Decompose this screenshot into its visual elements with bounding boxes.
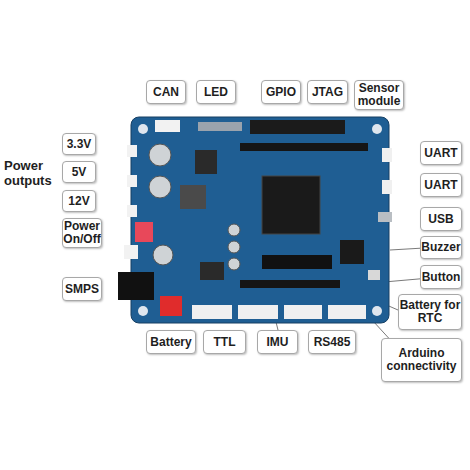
label-box: GPIO	[261, 80, 301, 104]
label-box: Button	[420, 265, 462, 289]
label-box: IMU	[257, 330, 298, 354]
label-box: UART	[420, 141, 462, 165]
box-text: Sensor module	[355, 82, 403, 108]
label-box: Arduino connectivity	[381, 338, 462, 382]
box-text: LED	[204, 86, 228, 99]
label-box: USB	[420, 207, 462, 231]
box-text: TTL	[214, 336, 236, 349]
label-box: Buzzer	[420, 236, 462, 259]
label-box: JTAG	[307, 80, 348, 104]
label-box: 5V	[62, 161, 96, 183]
label-box: UART	[420, 173, 462, 197]
label-box: Sensor module	[354, 80, 404, 110]
box-text: UART	[424, 179, 457, 192]
box-text: 3.3V	[67, 138, 92, 151]
box-text: Power On/Off	[63, 220, 101, 246]
box-text: 5V	[72, 166, 87, 179]
box-text: Arduino connectivity	[382, 347, 461, 373]
box-text: Buzzer	[421, 241, 460, 254]
box-text: UART	[424, 147, 457, 160]
label-box: 12V	[62, 190, 96, 212]
box-text: CAN	[153, 86, 179, 99]
label-box: SMPS	[62, 277, 102, 301]
box-text: GPIO	[266, 86, 296, 99]
box-text: Battery	[150, 336, 191, 349]
box-text: USB	[428, 213, 453, 226]
box-text: 12V	[68, 195, 89, 208]
box-text: RS485	[314, 336, 351, 349]
label-box: LED	[196, 80, 236, 104]
box-text: IMU	[267, 336, 289, 349]
group-label: Power outputs	[4, 158, 62, 188]
label-box: RS485	[308, 330, 356, 354]
label-box: CAN	[146, 80, 186, 104]
label-box: Battery for RTC	[398, 294, 462, 330]
label-box: TTL	[203, 330, 246, 354]
label-box: Battery	[146, 330, 196, 354]
box-text: Battery for RTC	[399, 299, 461, 325]
box-text: JTAG	[312, 86, 343, 99]
box-text: Button	[422, 271, 461, 284]
box-text: SMPS	[65, 283, 99, 296]
label-box: 3.3V	[62, 133, 96, 155]
label-box: Power On/Off	[62, 218, 102, 248]
